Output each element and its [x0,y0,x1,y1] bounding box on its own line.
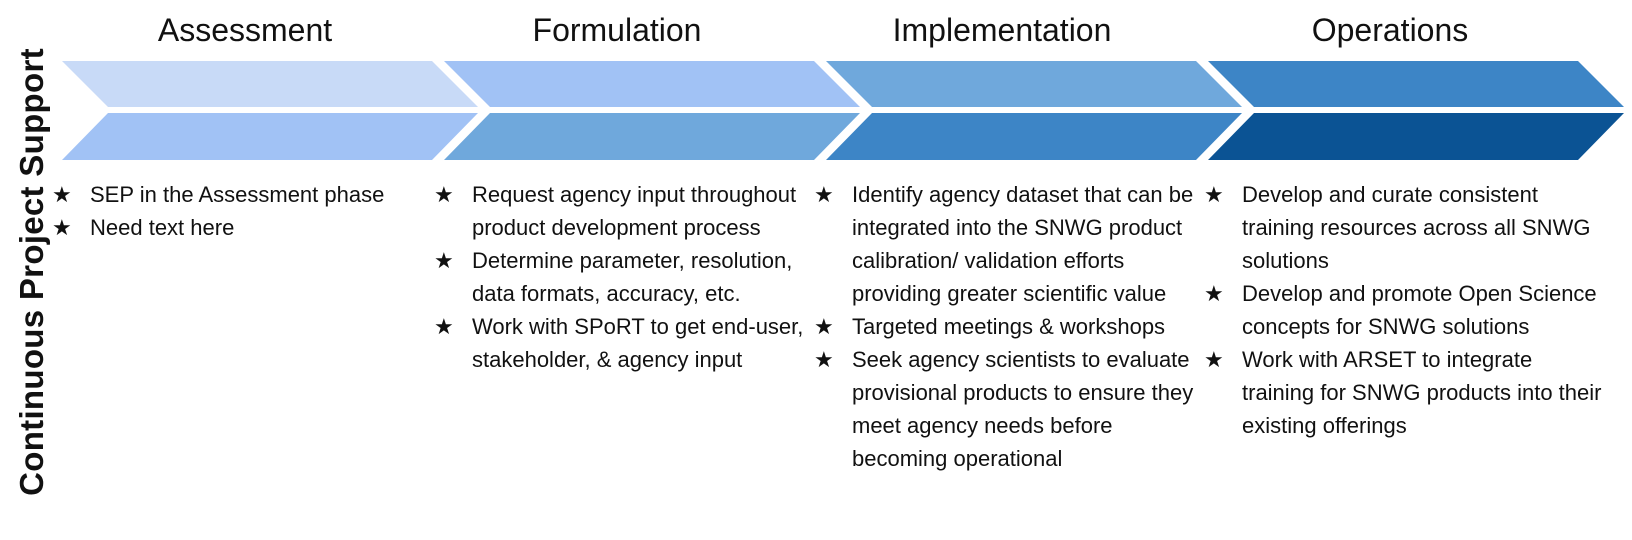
chevron-top-operations [1208,61,1624,107]
chevron-top-implementation [826,61,1242,107]
bullet-item: ★ Request agency input throughout product… [434,178,804,244]
implementation-bullets: ★ Identify agency dataset that can be int… [814,178,1200,475]
chevron-top-assessment [62,61,478,107]
star-icon: ★ [1204,281,1224,306]
bullet-item: ★ Develop and promote Open Science concep… [1204,277,1604,343]
assessment-bullets: ★ SEP in the Assessment phase ★ Need text h… [52,178,412,244]
phase-title-operations: Operations [1311,12,1469,48]
bullet-text: Develop and promote Open Science concept… [1242,281,1597,339]
bullet-text: Determine parameter, resolution, data fo… [472,248,793,306]
chevron-top-formulation [444,61,860,107]
bullet-text: Work with ARSET to integrate training fo… [1242,347,1602,438]
bullet-text: SEP in the Assessment phase [90,182,385,207]
bullet-item: ★ Targeted meetings & workshops [814,310,1200,343]
star-icon: ★ [52,182,72,207]
star-icon: ★ [814,182,834,207]
bullet-text: Request agency input throughout product … [472,182,797,240]
bullet-text: Identify agency dataset that can be inte… [852,182,1194,306]
bullet-text: Develop and curate consistent training r… [1242,182,1591,273]
chevron-bottom-operations [1208,113,1624,160]
bullet-text: Targeted meetings & workshops [852,314,1166,339]
star-icon: ★ [434,314,454,339]
bullet-item: ★ SEP in the Assessment phase [52,178,412,211]
bullet-item: ★ Identify agency dataset that can be int… [814,178,1200,310]
bullet-text: Work with SPoRT to get end-user, stakeho… [472,314,804,372]
star-icon: ★ [1204,347,1224,372]
bullet-item: ★ Seek agency scientists to evaluate prov… [814,343,1200,475]
bullet-text: Need text here [90,215,235,240]
star-icon: ★ [814,347,834,372]
formulation-bullets: ★ Request agency input throughout product… [434,178,804,376]
chevron-bottom-implementation [826,113,1242,160]
star-icon: ★ [52,215,72,240]
star-icon: ★ [1204,182,1224,207]
phase-title-assessment: Assessment [157,12,333,48]
star-icon: ★ [434,182,454,207]
bullet-item: ★ Develop and curate consistent training … [1204,178,1604,277]
phase-title-implementation: Implementation [892,12,1112,48]
star-icon: ★ [434,248,454,273]
chevron-bottom-formulation [444,113,860,160]
star-icon: ★ [814,314,834,339]
bullet-item: ★ Work with ARSET to integrate training f… [1204,343,1604,442]
phase-title-formulation: Formulation [532,12,702,48]
chevron-bottom-assessment [62,113,478,160]
bullet-item: ★ Work with SPoRT to get end-user, stakeh… [434,310,804,376]
bullet-item: ★ Determine parameter, resolution, data f… [434,244,804,310]
bullet-text: Seek agency scientists to evaluate provi… [852,347,1194,471]
bullet-item: ★ Need text here [52,211,412,244]
operations-bullets: ★ Develop and curate consistent training … [1204,178,1604,442]
